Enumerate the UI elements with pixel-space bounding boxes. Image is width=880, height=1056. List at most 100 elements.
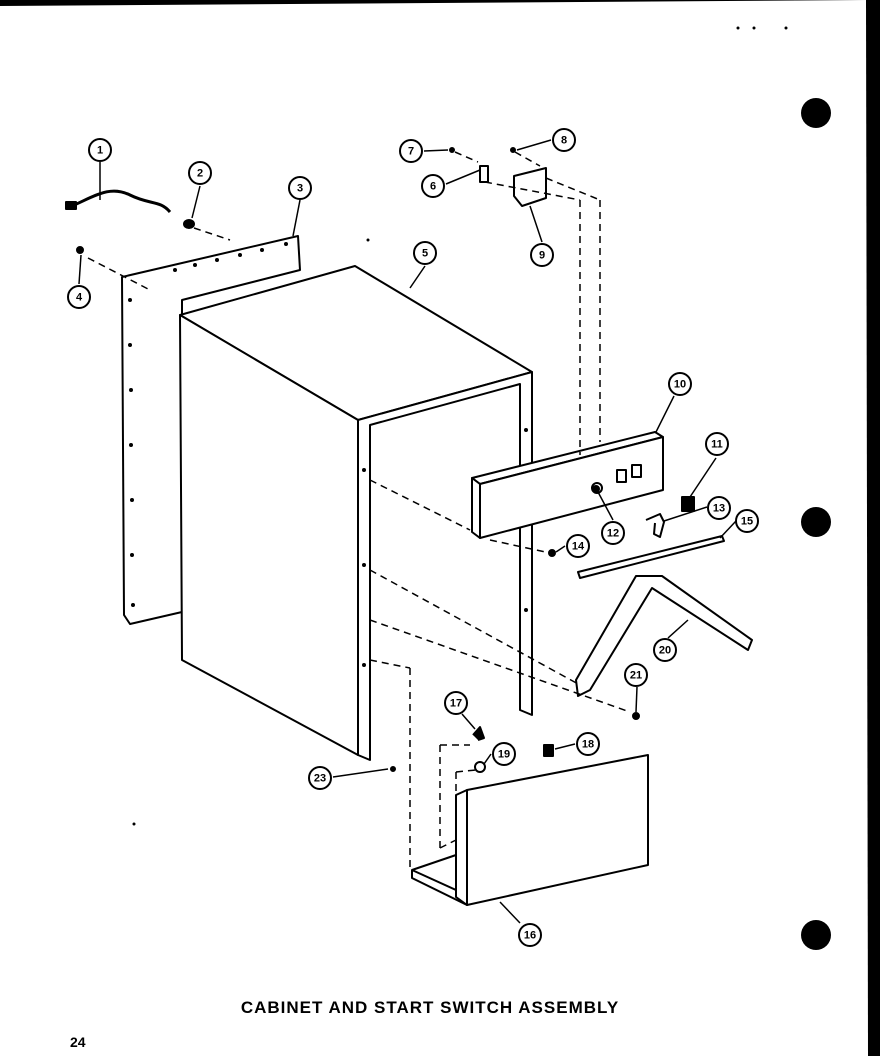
callout-10: 10 xyxy=(668,372,692,396)
panel-switch-opening-1 xyxy=(616,469,627,483)
lower-panel-side xyxy=(455,789,468,906)
callout-number: 15 xyxy=(741,516,753,528)
callout-circle xyxy=(530,243,554,267)
screw-4 xyxy=(76,246,84,254)
callout-number: 17 xyxy=(450,698,462,710)
callout-number: 3 xyxy=(297,183,303,195)
callout-11: 11 xyxy=(705,432,729,456)
callout-6: 6 xyxy=(421,174,445,198)
callout-13: 13 xyxy=(707,496,731,520)
knob-12 xyxy=(592,485,600,493)
callout-16: 16 xyxy=(518,923,542,947)
callout-2: 2 xyxy=(188,161,212,185)
callout-5: 5 xyxy=(413,241,437,265)
callout-number: 5 xyxy=(422,248,428,260)
callout-circle xyxy=(576,732,600,756)
start-switch-9 xyxy=(513,167,547,207)
page-number: 24 xyxy=(70,1034,86,1050)
callout-circle xyxy=(308,766,332,790)
assembly-dashed-lines xyxy=(87,151,631,870)
callout-7: 7 xyxy=(399,139,423,163)
screw-21 xyxy=(632,712,640,720)
callout-1: 1 xyxy=(88,138,112,162)
callout-15: 15 xyxy=(735,509,759,533)
callout-3: 3 xyxy=(288,176,312,200)
callout-circle xyxy=(88,138,112,162)
callout-number: 11 xyxy=(711,439,723,451)
back-panel-holes xyxy=(128,242,288,607)
screw-7 xyxy=(449,147,455,153)
callout-9: 9 xyxy=(530,243,554,267)
callout-leaders xyxy=(78,139,737,924)
power-cord xyxy=(71,189,172,214)
callout-number: 12 xyxy=(607,528,619,540)
callout-number: 9 xyxy=(539,250,545,262)
callout-23: 23 xyxy=(308,766,332,790)
clip-17 xyxy=(472,726,485,741)
callout-number: 14 xyxy=(572,541,585,553)
rail-strip xyxy=(577,535,725,579)
callout-circle xyxy=(518,923,542,947)
callout-circle xyxy=(705,432,729,456)
callout-circle xyxy=(653,638,677,662)
callout-number: 18 xyxy=(582,739,594,751)
screw-8 xyxy=(510,147,516,153)
switch-11 xyxy=(681,496,695,512)
cord-plug xyxy=(65,201,77,210)
callout-number: 19 xyxy=(498,749,510,761)
callout-circle xyxy=(67,285,91,309)
callout-circle xyxy=(735,509,759,533)
grommet-2 xyxy=(183,219,195,229)
callout-circle xyxy=(288,176,312,200)
callout-19: 19 xyxy=(492,742,516,766)
control-panel-left-end xyxy=(471,477,481,539)
callout-number: 7 xyxy=(408,146,414,158)
callout-number: 10 xyxy=(674,379,686,391)
callout-number: 2 xyxy=(197,168,203,180)
callout-circle xyxy=(552,128,576,152)
screw-23 xyxy=(390,766,396,772)
callout-number: 1 xyxy=(97,145,103,157)
callout-number: 16 xyxy=(524,930,536,942)
callout-circle xyxy=(188,161,212,185)
callout-circle xyxy=(624,663,648,687)
callout-circle xyxy=(399,139,423,163)
callout-circle xyxy=(492,742,516,766)
callout-number: 21 xyxy=(630,670,642,682)
bracket-6 xyxy=(479,165,489,183)
binder-hole-bottom xyxy=(801,920,831,950)
lower-panel-face xyxy=(466,754,649,906)
lower-panel-edge xyxy=(411,854,457,871)
binder-hole-middle xyxy=(801,507,831,537)
panel-switch-opening-2 xyxy=(631,464,642,478)
callout-number: 13 xyxy=(713,503,725,515)
callout-circle xyxy=(413,241,437,265)
callout-number: 20 xyxy=(659,645,671,657)
callout-number: 4 xyxy=(76,292,83,304)
callout-circle xyxy=(444,691,468,715)
callout-number: 23 xyxy=(314,773,326,785)
callout-12: 12 xyxy=(601,521,625,545)
callout-circle xyxy=(421,174,445,198)
clip-18 xyxy=(543,744,554,757)
clip-13 xyxy=(645,513,665,538)
diagram-caption: CABINET AND START SWITCH ASSEMBLY xyxy=(240,998,620,1017)
callout-8: 8 xyxy=(552,128,576,152)
print-specks xyxy=(132,26,788,826)
callout-20: 20 xyxy=(653,638,677,662)
callout-14: 14 xyxy=(566,534,590,558)
callout-number: 8 xyxy=(561,135,567,147)
exploded-view-drawing xyxy=(65,26,788,924)
callout-circle xyxy=(601,521,625,545)
callout-circle xyxy=(668,372,692,396)
support-bracket xyxy=(575,575,753,697)
callout-17: 17 xyxy=(444,691,468,715)
callout-4: 4 xyxy=(67,285,91,309)
callout-21: 21 xyxy=(624,663,648,687)
binder-hole-top xyxy=(801,98,831,128)
callout-18: 18 xyxy=(576,732,600,756)
callout-circle xyxy=(566,534,590,558)
callout-number: 6 xyxy=(430,181,436,193)
